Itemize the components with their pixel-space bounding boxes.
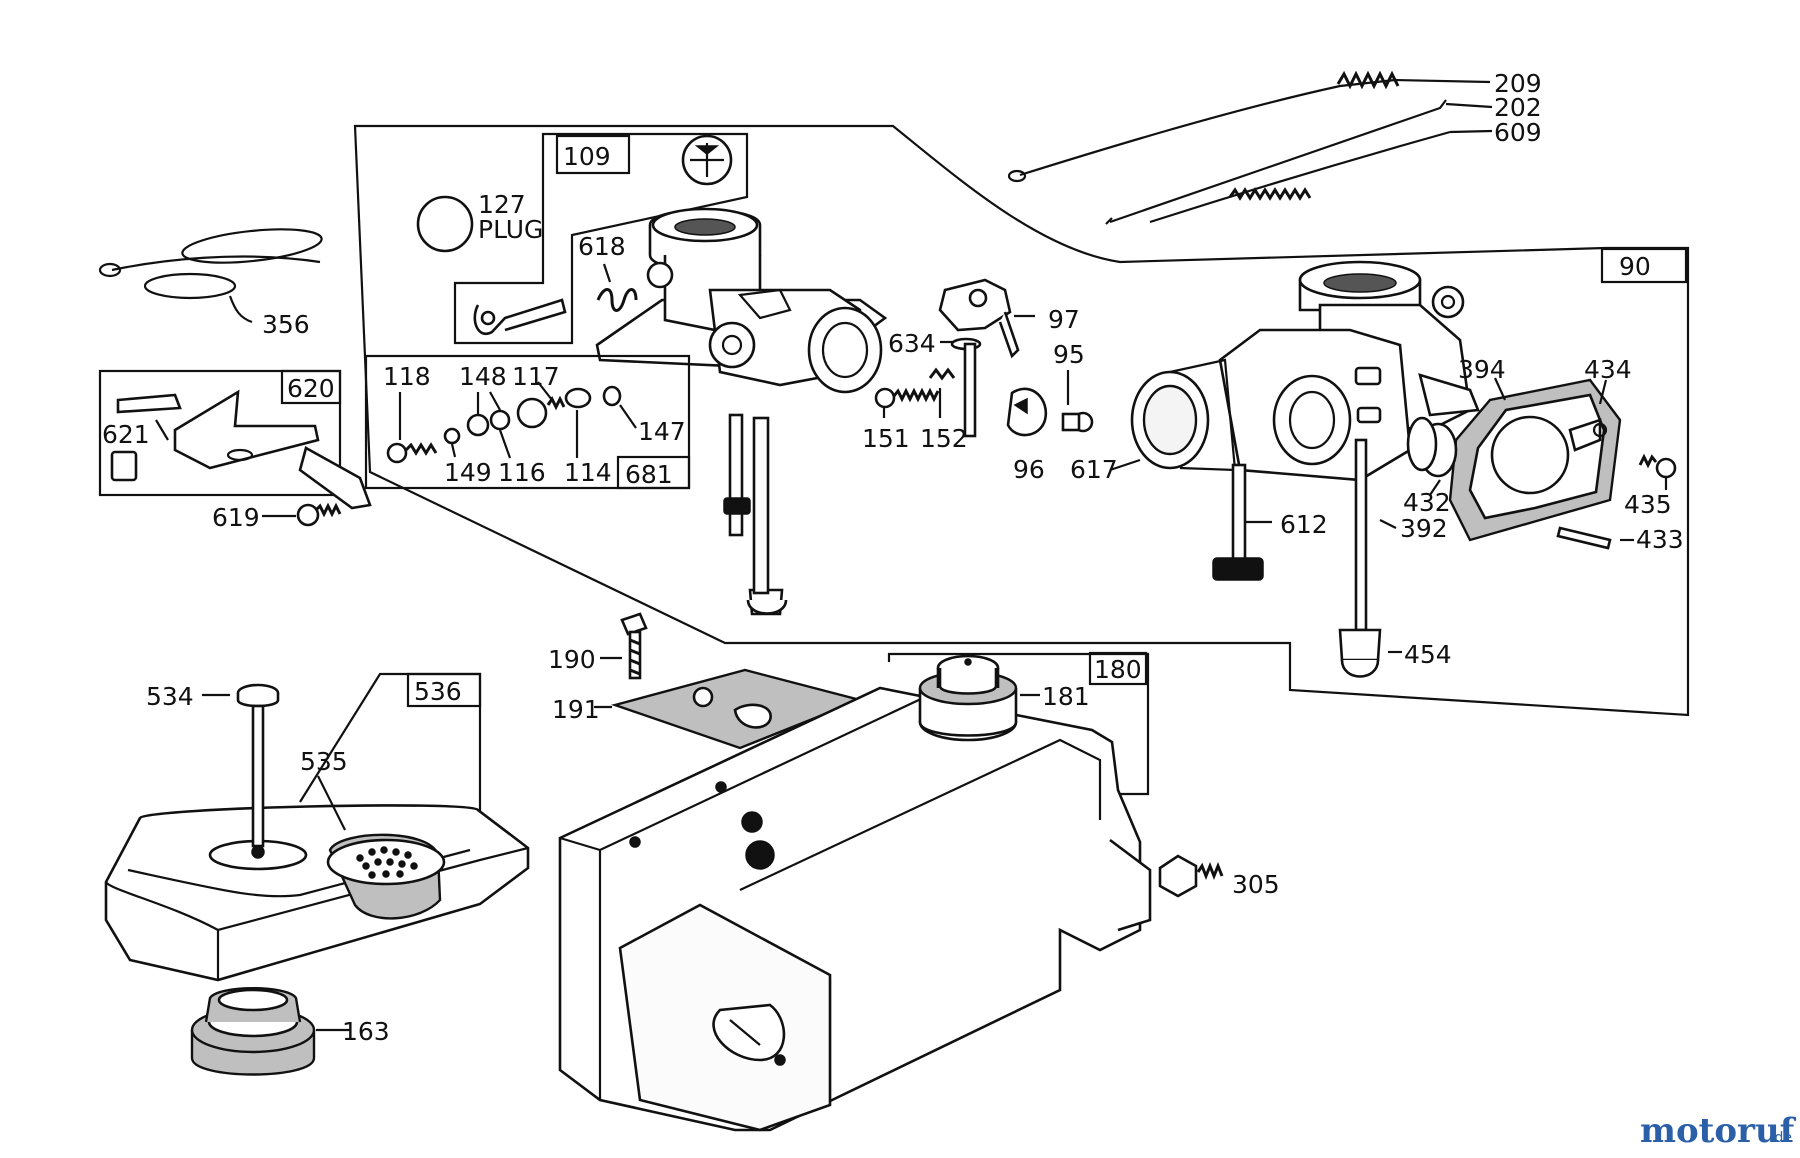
callout-148: 148 — [459, 362, 507, 391]
callout-432: 432 — [1403, 488, 1451, 517]
diaphragm-gasket-394 — [1448, 378, 1622, 542]
callout-147: 147 — [638, 417, 686, 446]
callout-97: 97 — [1048, 305, 1080, 334]
box-label-90: 90 — [1619, 252, 1651, 281]
carburetor-body-left — [595, 207, 888, 394]
screw-435 — [1638, 453, 1677, 479]
box-label-109: 109 — [563, 142, 611, 171]
callout-612: 612 — [1280, 510, 1328, 539]
air-cleaner-housing — [104, 804, 530, 982]
carb-intake-617 — [1130, 358, 1237, 472]
callout-392: 392 — [1400, 514, 1448, 543]
kit-box-620 — [98, 369, 342, 497]
ground-wire-356 — [98, 228, 323, 324]
wing-screw-534 — [236, 683, 280, 848]
watermark-brand: motoruf — [1640, 1111, 1797, 1151]
callout-621: 621 — [102, 420, 150, 449]
watermark-suffix: .de — [1770, 1130, 1792, 1146]
kit-box-109 — [453, 132, 749, 345]
callout-617: 617 — [1070, 455, 1118, 484]
box-label-681: 681 — [625, 460, 673, 489]
callout-434: 434 — [1584, 355, 1632, 384]
callout-433: 433 — [1636, 525, 1684, 554]
control-bracket-621 — [110, 389, 372, 510]
kit-box-180 — [887, 651, 1150, 796]
callout-356: 356 — [262, 310, 310, 339]
callout-634: 634 — [888, 329, 936, 358]
kit-box-536 — [299, 672, 482, 818]
callout-152: 152 — [920, 424, 968, 453]
screw-619 — [296, 502, 342, 527]
callout-96: 96 — [1013, 455, 1045, 484]
callout-454: 454 — [1404, 640, 1452, 669]
callout-116: 116 — [498, 458, 546, 487]
o-ring-432 — [1406, 416, 1458, 478]
fuel-tank — [558, 686, 1152, 1132]
screw-95 — [1061, 411, 1094, 433]
callout-191: 191 — [552, 695, 600, 724]
callout-181: 181 — [1042, 682, 1090, 711]
callout-618: 618 — [578, 232, 626, 261]
callout-435: 435 — [1624, 490, 1672, 519]
box-label-536: 536 — [414, 677, 462, 706]
callout-619: 619 — [212, 503, 260, 532]
callout-114: 114 — [564, 458, 612, 487]
welch-plug — [416, 195, 474, 253]
throttle-lever — [473, 298, 567, 336]
kit-box-90 — [1600, 247, 1688, 284]
carburetor-group-outline — [353, 124, 1690, 717]
callout-190: 190 — [548, 645, 596, 674]
kit-box-681 — [364, 354, 691, 490]
bowl-bolt-612 — [1212, 463, 1264, 581]
callout-163: 163 — [342, 1017, 390, 1046]
callout-535: 535 — [300, 747, 348, 776]
callout-305: 305 — [1232, 870, 1280, 899]
callout-117: 117 — [512, 362, 560, 391]
pin-433 — [1556, 526, 1612, 550]
needle-valve-assembly — [386, 385, 622, 464]
screw-190 — [620, 612, 648, 680]
callout-plug: PLUG — [478, 215, 543, 244]
callout-209: 209 — [1494, 69, 1542, 98]
air-filter-element-535 — [326, 833, 446, 920]
callout-609: 609 — [1494, 118, 1542, 147]
box-label-180: 180 — [1094, 655, 1142, 684]
callout-151: 151 — [862, 424, 910, 453]
watermark-logo: motoruf .de — [1640, 1111, 1797, 1151]
callout-534: 534 — [146, 682, 194, 711]
spring-152 — [928, 367, 956, 381]
choke-lever-97 — [938, 278, 1020, 359]
throttle-linkage — [1007, 70, 1493, 225]
drain-plug-305 — [1158, 854, 1224, 898]
bowl-bolt-left — [723, 413, 788, 616]
bowl-bolt-454 — [1338, 438, 1382, 678]
box-label-620: 620 — [287, 374, 335, 403]
idle-screw-151 — [874, 387, 940, 409]
callout-95: 95 — [1053, 340, 1085, 369]
callout-202: 202 — [1494, 93, 1542, 122]
throttle-plate-icon — [681, 134, 733, 186]
choke-shaft-634 — [950, 337, 982, 438]
fuel-cap-181 — [918, 654, 1018, 742]
filter-base-163 — [190, 987, 316, 1076]
callout-127: 127 — [478, 190, 526, 219]
throttle-spring-618 — [596, 288, 638, 312]
choke-plate-96 — [1006, 387, 1048, 437]
callout-149: 149 — [444, 458, 492, 487]
callout-118: 118 — [383, 362, 431, 391]
callout-394: 394 — [1458, 355, 1506, 384]
